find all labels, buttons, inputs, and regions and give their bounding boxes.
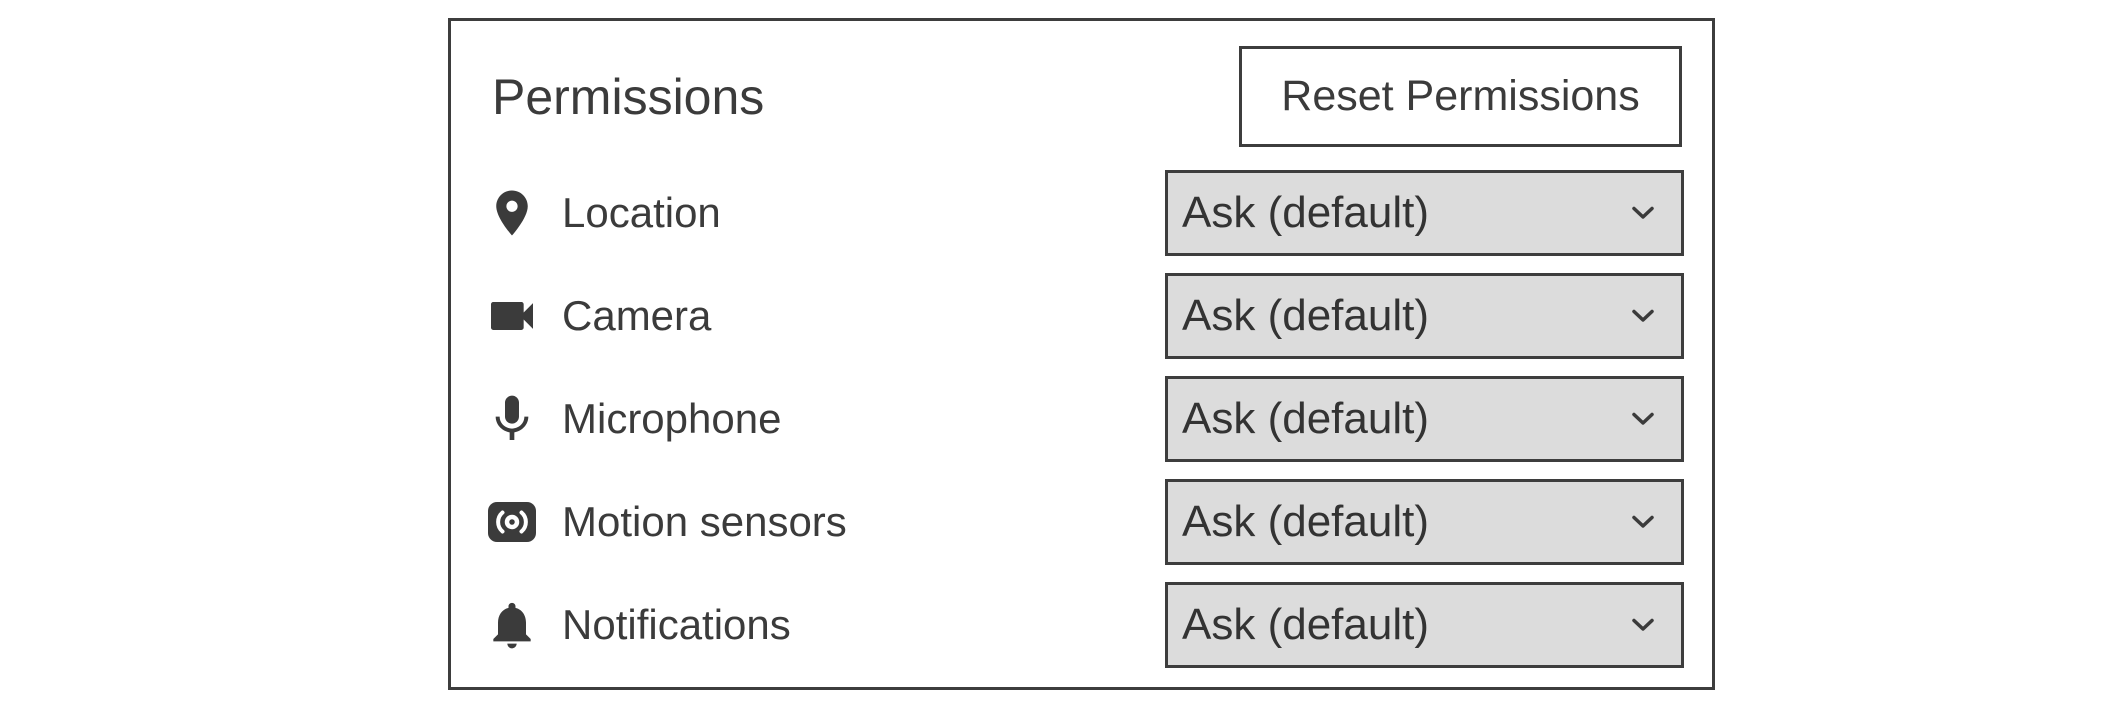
permission-row-location: Location Ask (default) (451, 170, 1712, 256)
permission-row-camera: Camera Ask (default) (451, 273, 1712, 359)
video-camera-icon (484, 288, 540, 344)
microphone-permission-value: Ask (default) (1182, 394, 1429, 443)
permission-label-location: Location (562, 189, 721, 236)
motion-sensors-permission-value: Ask (default) (1182, 497, 1429, 546)
chevron-down-icon (1631, 411, 1655, 427)
permission-row-motion-sensors: Motion sensors Ask (default) (451, 479, 1712, 565)
notifications-permission-select[interactable]: Ask (default) (1165, 582, 1684, 668)
permission-label-motion-sensors: Motion sensors (562, 498, 847, 545)
permission-row-notifications: Notifications Ask (default) (451, 582, 1712, 668)
reset-permissions-button-label: Reset Permissions (1281, 72, 1640, 120)
camera-permission-value: Ask (default) (1182, 291, 1429, 340)
chevron-down-icon (1631, 617, 1655, 633)
chevron-down-icon (1631, 205, 1655, 221)
chevron-down-icon (1631, 308, 1655, 324)
permission-label-microphone: Microphone (562, 395, 782, 442)
location-pin-icon (484, 185, 540, 241)
permission-label-camera: Camera (562, 292, 712, 339)
location-permission-select[interactable]: Ask (default) (1165, 170, 1684, 256)
microphone-icon (484, 391, 540, 447)
notifications-permission-value: Ask (default) (1182, 600, 1429, 649)
notifications-bell-icon (484, 597, 540, 653)
permissions-panel: Permissions Reset Permissions Location A… (448, 18, 1715, 690)
location-permission-value: Ask (default) (1182, 188, 1429, 237)
microphone-permission-select[interactable]: Ask (default) (1165, 376, 1684, 462)
reset-permissions-button[interactable]: Reset Permissions (1239, 46, 1682, 147)
page-title: Permissions (492, 69, 765, 125)
camera-permission-select[interactable]: Ask (default) (1165, 273, 1684, 359)
motion-sensors-permission-select[interactable]: Ask (default) (1165, 479, 1684, 565)
motion-sensors-icon (484, 494, 540, 550)
permission-row-microphone: Microphone Ask (default) (451, 376, 1712, 462)
permission-label-notifications: Notifications (562, 601, 791, 648)
chevron-down-icon (1631, 514, 1655, 530)
